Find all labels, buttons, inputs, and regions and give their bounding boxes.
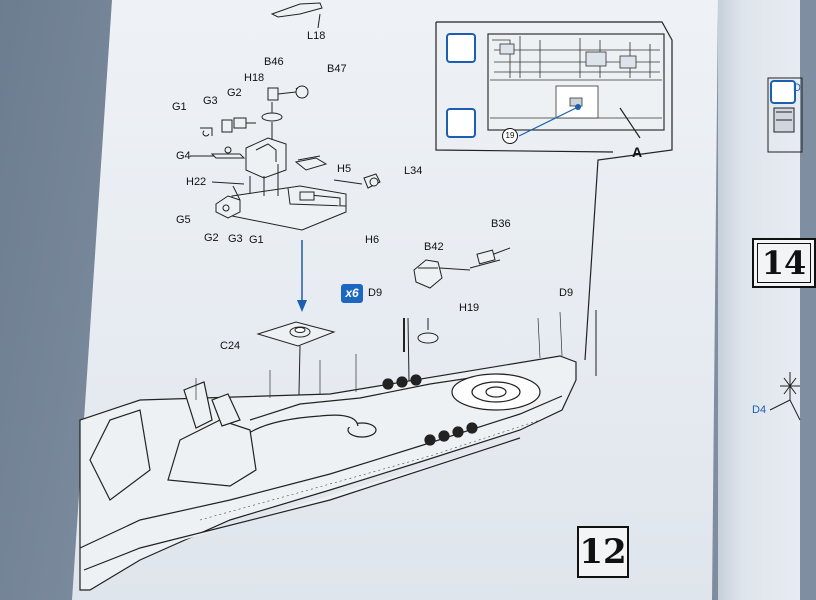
label-h6: H6: [365, 234, 380, 246]
right-page-parts: [767, 77, 803, 421]
label-l18: L18: [307, 30, 326, 42]
label-d9-right: D9: [559, 287, 574, 299]
step-border-inner: [757, 243, 811, 283]
label-g5: G5: [176, 214, 191, 226]
label-g3: G3: [203, 95, 218, 107]
right-page-paint-box: [770, 80, 796, 104]
ship-hull: [79, 311, 577, 591]
label-l34: L34: [404, 165, 423, 177]
callout-number: 19: [502, 128, 518, 144]
label-b46: B46: [264, 56, 284, 68]
turret-parts: [403, 247, 511, 352]
label-h5: H5: [337, 163, 352, 175]
blue-arrowhead: [297, 300, 307, 312]
detail-view-label: A: [632, 144, 643, 160]
label-d9: D9: [368, 287, 383, 299]
quantity-badge: x6: [341, 284, 363, 303]
star-instruction-box: [446, 108, 476, 138]
paint-instruction-box: [446, 33, 476, 63]
label-g4: G4: [176, 150, 191, 162]
step-number: 12: [577, 526, 629, 578]
label-c24: C24: [220, 340, 241, 352]
label-d4: D4: [752, 404, 767, 416]
part-cluster-upper: [190, 85, 381, 231]
label-d-right: D: [793, 82, 801, 94]
label-h22: H22: [186, 176, 207, 188]
detail-view: [435, 21, 673, 361]
label-g1: G1: [172, 101, 187, 113]
label-g3-lower: G3: [228, 233, 243, 245]
label-g1-lower: G1: [249, 234, 264, 246]
part-l18: [270, 2, 323, 29]
next-step-number: 14: [752, 238, 816, 288]
part-c24: [256, 321, 336, 347]
label-b36: B36: [491, 218, 511, 230]
label-b42: B42: [424, 241, 444, 253]
label-h19: H19: [459, 302, 480, 314]
label-g2-lower: G2: [204, 232, 219, 244]
label-h18: H18: [244, 72, 265, 84]
label-b47: B47: [327, 63, 347, 75]
next-step-number-text: 14: [761, 244, 807, 282]
label-g2: G2: [227, 87, 242, 99]
